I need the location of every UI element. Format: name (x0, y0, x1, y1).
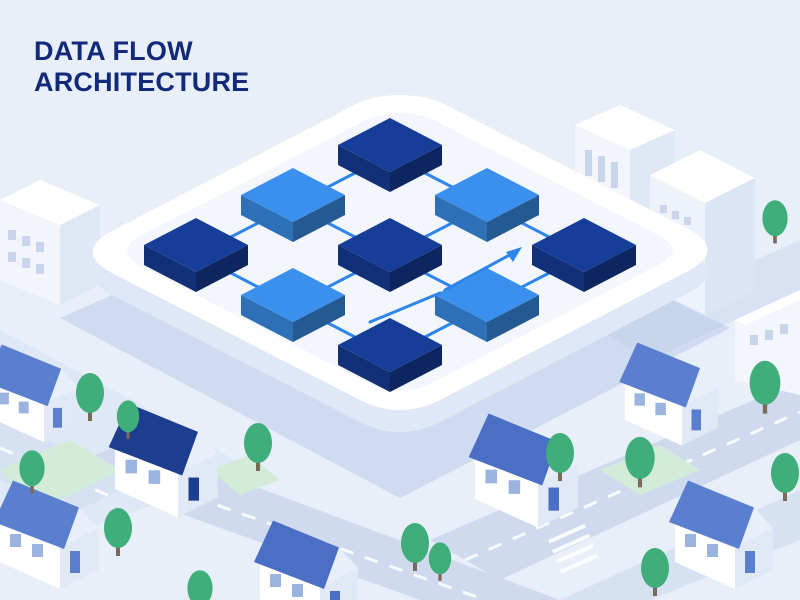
tree-icon (76, 373, 104, 421)
tree-icon (401, 523, 429, 571)
office-building-icon (0, 180, 100, 305)
house-icon (0, 480, 98, 589)
node-block-n22 (338, 318, 442, 392)
node-block-n10 (241, 168, 345, 242)
node-grid (144, 118, 636, 392)
house-icon (619, 342, 719, 446)
tree-icon (104, 508, 132, 556)
tree-icon (762, 200, 788, 244)
tree-icon (641, 548, 669, 596)
tree-icon (771, 453, 799, 501)
tree-icon (187, 570, 213, 600)
tree-icon (244, 423, 272, 471)
node-block-n20 (144, 218, 248, 292)
house-icon (0, 344, 79, 443)
house-icon (254, 520, 358, 600)
node-block-n11 (338, 218, 442, 292)
tree-icon (428, 542, 452, 581)
node-block-n02 (532, 218, 636, 292)
page-title: DATA FLOW ARCHITECTURE (34, 36, 249, 98)
title-line-1: DATA FLOW (34, 36, 193, 66)
node-block-n21 (241, 268, 345, 342)
office-building-icon (735, 290, 800, 395)
tree-icon (19, 450, 45, 494)
node-block-n01 (435, 168, 539, 242)
tree-icon (749, 360, 781, 414)
tree-icon (116, 400, 140, 439)
node-block-n00 (338, 118, 442, 192)
tree-icon (546, 433, 574, 481)
trees (19, 200, 799, 600)
title-line-2: ARCHITECTURE (34, 67, 250, 97)
house-icon (669, 480, 773, 589)
tree-icon (625, 436, 655, 488)
flow-arrow (368, 247, 522, 324)
